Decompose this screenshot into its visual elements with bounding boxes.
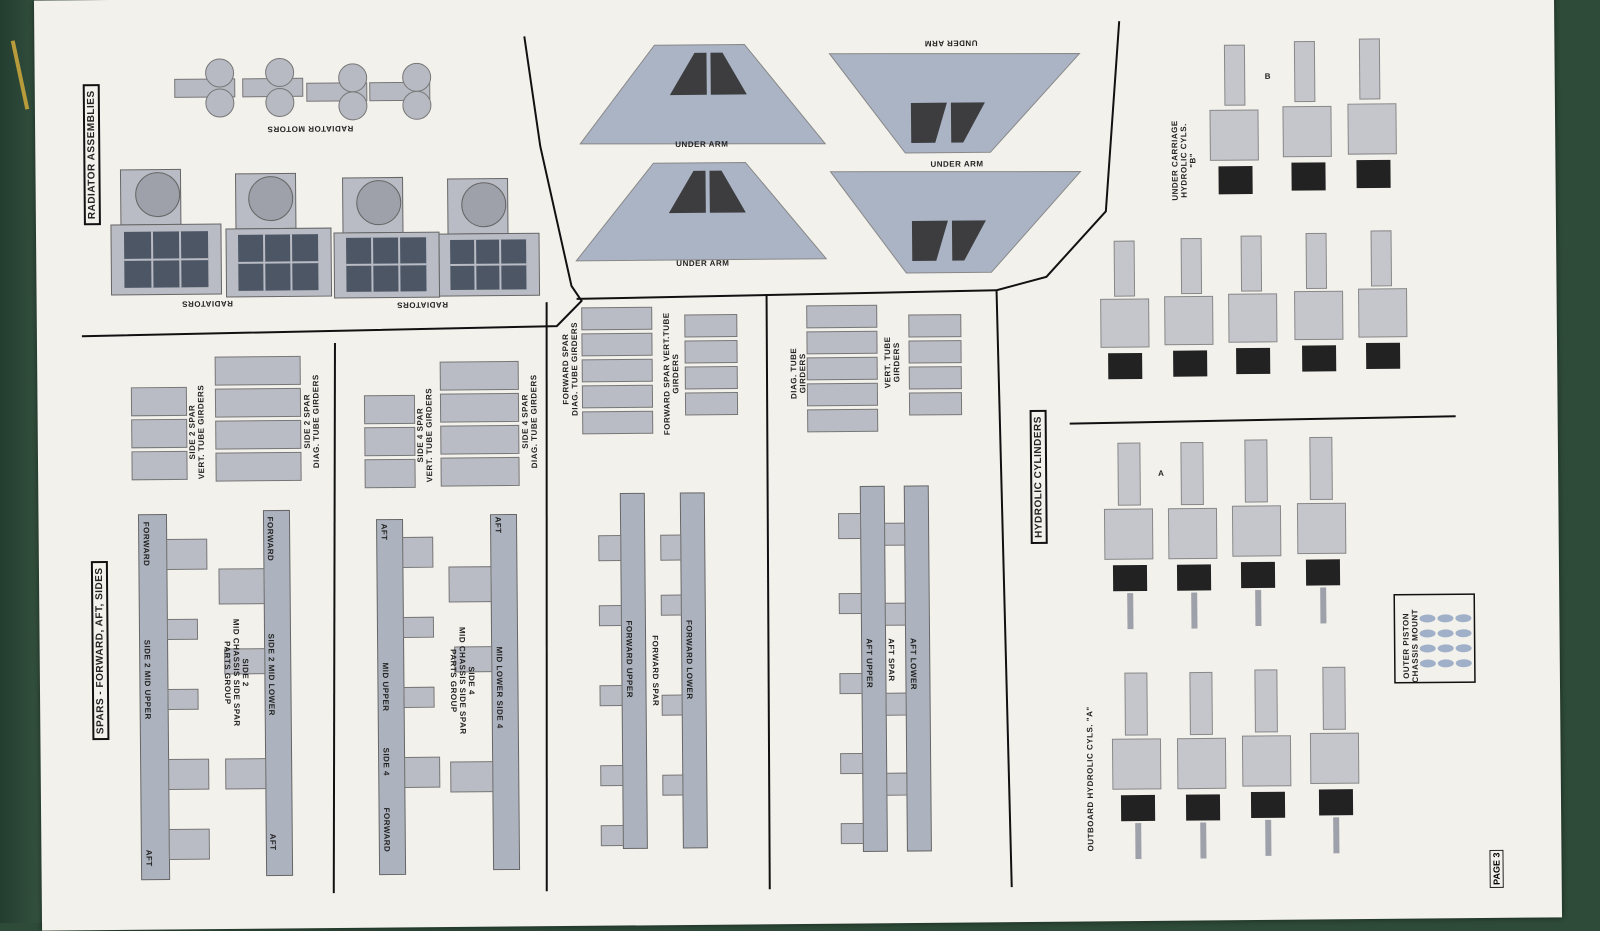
mid-lower-side4-label: MID LOWER SIDE 4 bbox=[495, 647, 505, 729]
side2-vert-label: SIDE 2 SPAR VERT. TUBE GIRDERS bbox=[187, 385, 206, 479]
page-number: PAGE 3 bbox=[1489, 850, 1503, 888]
forward-label-1: FORWARD bbox=[142, 522, 151, 567]
mid-upper-label: MID UPPER bbox=[381, 663, 390, 712]
forward-label-2: FORWARD bbox=[265, 517, 274, 562]
under-arm-label-2: UNDER ARM bbox=[924, 38, 977, 47]
hydraulic-cylinders-a bbox=[1104, 437, 1360, 859]
radiator-motors-label: RADIATOR MOTORS bbox=[267, 124, 353, 134]
forward-label-3: FORWARD bbox=[382, 808, 391, 853]
parts-sheet: RADIATOR ASSEMBLIES SPARS - FORWARD, AFT… bbox=[34, 0, 1562, 931]
under-carriage-label: UNDER CARRIAGE HYDROLIC CYLS. "B" bbox=[1170, 120, 1198, 201]
side2-group-label: SIDE 2 MID CHASSIS SIDE SPAR PARTS GROUP bbox=[222, 619, 250, 727]
radiators-label-1: RADIATORS bbox=[182, 299, 233, 308]
side2-diag-label: SIDE 2 SPAR DIAG. TUBE GIRDERS bbox=[302, 374, 321, 468]
hydrolic-cylinders-heading: HYDROLIC CYLINDERS bbox=[1030, 410, 1048, 544]
radiator-assemblies-heading: RADIATOR ASSEMBLIES bbox=[83, 84, 101, 225]
outboard-label: OUTBOARD HYDROLIC CYLS. "A" bbox=[1085, 706, 1095, 851]
radiators bbox=[110, 166, 539, 300]
sheet-graphics bbox=[34, 0, 1562, 931]
outer-piston-parts bbox=[1419, 614, 1471, 667]
side4-group-label: SIDE 4 MID CHASSIS SIDE SPAR PARTS GROUP bbox=[448, 627, 476, 735]
letter-a: A bbox=[1158, 469, 1164, 478]
vert-tube-label: VERT. TUBE GIRDERS bbox=[883, 336, 901, 388]
spars-heading: SPARS - FORWARD, AFT, SIDES bbox=[91, 561, 110, 740]
side2-mid-upper-label: SIDE 2 MID UPPER bbox=[143, 640, 153, 720]
under-arm-panels bbox=[574, 42, 1081, 276]
forward-upper-label: FORWARD UPPER bbox=[624, 620, 634, 698]
radiator-motors bbox=[174, 57, 431, 121]
side4-vert-label: SIDE 4 SPAR VERT. TUBE GIRDERS bbox=[415, 388, 434, 482]
diag-tube-label: DIAG. TUBE GIRDERS bbox=[789, 348, 807, 399]
under-arm-label-3: UNDER ARM bbox=[930, 159, 983, 168]
fwd-diag-label: FORWARD SPAR DIAG. TUBE GIRDERS bbox=[561, 322, 580, 416]
side-4-label: SIDE 4 bbox=[382, 748, 391, 776]
aft-label-2: AFT bbox=[268, 834, 277, 851]
forward-lower-label: FORWARD LOWER bbox=[684, 620, 694, 700]
aft-label-3: AFT bbox=[380, 524, 389, 541]
letter-b: B bbox=[1265, 72, 1271, 81]
aft-lower-label: AFT LOWER bbox=[909, 638, 918, 690]
side2-mid-lower-label: SIDE 2 MID LOWER bbox=[267, 634, 277, 716]
radiators-label-2: RADIATORS bbox=[397, 300, 448, 309]
under-arm-label-1: UNDER ARM bbox=[675, 140, 728, 149]
aft-label-4: AFT bbox=[493, 517, 502, 534]
side4-diag-label: SIDE 4 SPAR DIAG. TUBE GIRDERS bbox=[520, 374, 539, 468]
aft-spar-label: AFT SPAR bbox=[887, 638, 896, 681]
aft-label-1: AFT bbox=[144, 850, 153, 867]
hydraulic-cylinders-b bbox=[1098, 39, 1407, 380]
spar-strips bbox=[138, 486, 931, 880]
aft-upper-label: AFT UPPER bbox=[865, 638, 874, 688]
under-arm-label-4: UNDER ARM bbox=[676, 259, 729, 268]
forward-spar-label: FORWARD SPAR bbox=[651, 635, 661, 706]
fwd-vert-label: FORWARD SPAR VERT.TUBE GIRDERS bbox=[662, 312, 681, 435]
outer-piston-label: OUTER PISTON CHASSIS MOUNT bbox=[1401, 609, 1420, 683]
